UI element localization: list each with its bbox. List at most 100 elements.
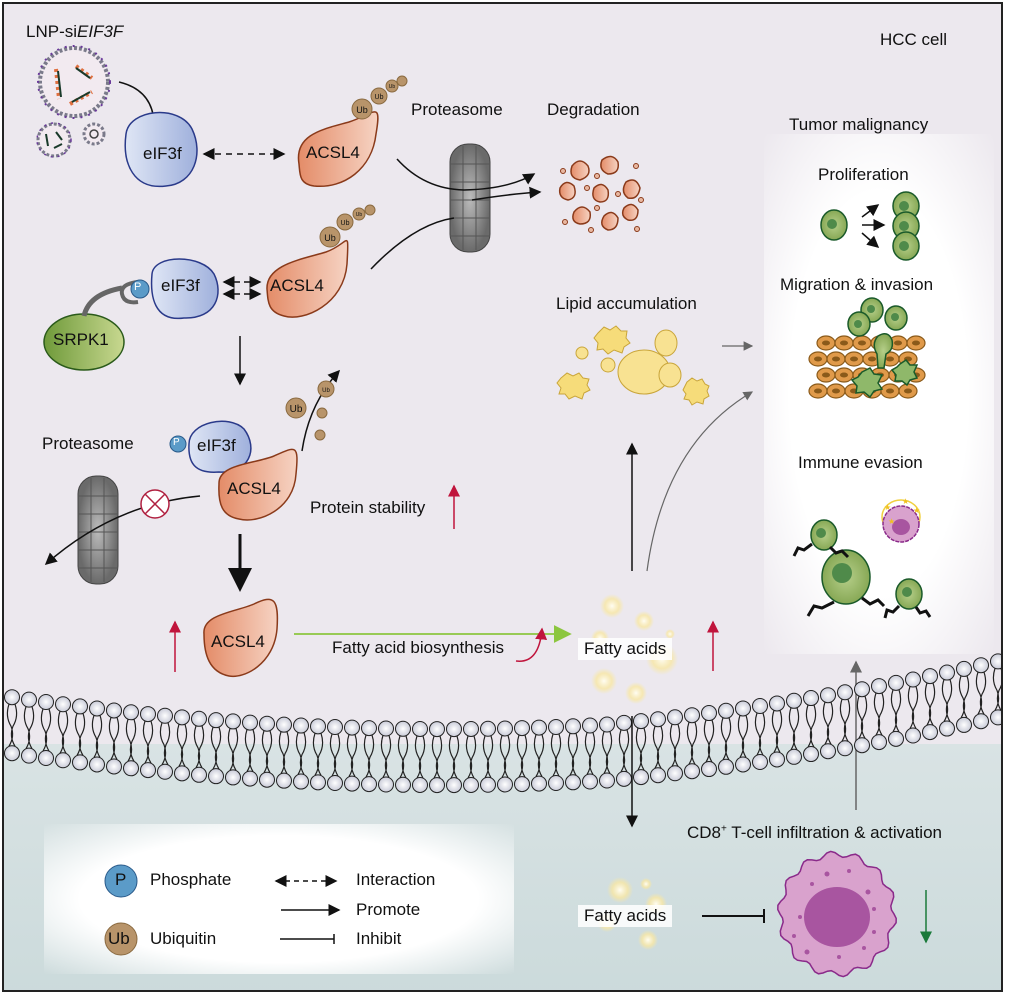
lipid-head <box>123 704 139 721</box>
lipid-head <box>905 671 921 688</box>
lipid-head <box>4 689 20 706</box>
lipid-head <box>174 709 190 726</box>
acsl4-label-4: ACSL4 <box>211 632 265 651</box>
legend-phosphate-short: P <box>115 870 127 889</box>
lipid-head <box>735 756 751 773</box>
lipid-head <box>633 713 649 730</box>
lipid-head <box>939 664 955 681</box>
immune-evasion-icon: ★★★★ <box>792 497 932 619</box>
svg-text:Ub: Ub <box>341 220 350 227</box>
lipid-head <box>939 720 955 737</box>
legend-phosphate-label: Phosphate <box>150 870 232 889</box>
phosphate-icon-2 <box>169 435 187 453</box>
lipid-head <box>293 773 309 790</box>
lipid-head <box>786 692 802 709</box>
lipid-head <box>72 698 88 715</box>
cd8-prefix: CD8 <box>687 823 722 842</box>
lipid-head <box>599 716 615 733</box>
immune-evasion-label: Immune evasion <box>798 453 923 472</box>
lipid-head <box>310 718 326 735</box>
lipid-head <box>361 776 377 793</box>
lipid-head <box>157 763 173 780</box>
lipid-head <box>276 772 292 789</box>
lipid-head <box>480 776 496 793</box>
migration-invasion-icon <box>808 297 926 399</box>
lipid-head <box>242 770 258 787</box>
lipid-head <box>4 745 20 762</box>
lipid-head <box>701 705 717 722</box>
lipid-head <box>463 720 479 737</box>
lipid-head <box>514 776 530 793</box>
eif3f-protein-1 <box>124 111 198 188</box>
lipid-head <box>174 765 190 782</box>
svg-text:Ub: Ub <box>322 388 330 394</box>
lipid-head <box>854 737 870 754</box>
lipid-head <box>650 711 666 728</box>
lipid-head <box>565 774 581 791</box>
phosphate-label-1: P <box>134 281 142 293</box>
lnp-label: LNP-siEIF3F <box>26 22 123 42</box>
lipid-head <box>548 775 564 792</box>
svg-text:★: ★ <box>902 497 909 506</box>
lipid-head <box>327 775 343 792</box>
legend-interaction-label: Interaction <box>356 870 436 889</box>
released-ubiquitin: Ub Ub <box>285 380 335 441</box>
lnp-particle-icon <box>36 45 111 158</box>
lipid-head <box>208 712 224 729</box>
lipid-head <box>752 697 768 714</box>
lipid-head <box>684 707 700 724</box>
degradation-arrow-1 <box>396 158 536 191</box>
lipid-head <box>871 734 887 751</box>
lipid-head <box>21 747 37 764</box>
lipid-head <box>531 775 547 792</box>
lipid-head <box>616 714 632 731</box>
legend-ubiquitin-icon <box>104 922 138 956</box>
acsl4-label-1: ACSL4 <box>306 143 360 162</box>
degraded-peptides-icon <box>560 163 644 233</box>
lipid-head <box>225 769 241 786</box>
lipid-head <box>429 777 445 794</box>
lipid-head <box>701 761 717 778</box>
legend-ubiquitin-label: Ubiquitin <box>150 929 217 948</box>
eif3f-label-2: eIF3f <box>161 276 200 295</box>
proteasome-label-2: Proteasome <box>42 434 134 453</box>
eif3f-protein-3 <box>188 420 252 473</box>
lipid-head <box>429 721 445 738</box>
lipid-head <box>55 752 71 769</box>
phosphate-label-2: P <box>173 437 180 448</box>
acsl4-label-3: ACSL4 <box>227 479 281 498</box>
lipid-head <box>820 743 836 760</box>
lipid-head <box>208 768 224 785</box>
svg-text:Ub: Ub <box>356 105 368 115</box>
svg-text:Ub: Ub <box>356 212 363 218</box>
cd8-sup: + <box>721 823 727 835</box>
lipid-head <box>922 668 938 685</box>
lipid-head <box>956 716 972 733</box>
legend-inhibit-label: Inhibit <box>356 929 402 948</box>
acsl4-protein-1 <box>297 111 379 187</box>
lipid-head <box>718 758 734 775</box>
lipid-head <box>412 776 428 793</box>
lipid-head <box>531 719 547 736</box>
lipid-head <box>38 694 54 711</box>
lipid-head <box>837 684 853 701</box>
eif3f-label-3: eIF3f <box>197 436 236 455</box>
lipid-head <box>361 720 377 737</box>
lipid-head <box>905 727 921 744</box>
lipid-head <box>922 724 938 741</box>
lipid-head <box>225 713 241 730</box>
lipid-droplets-icon <box>556 325 710 406</box>
pathway-diagram: Ub Ub Ub <box>4 45 1001 978</box>
lipid-head <box>497 720 513 737</box>
svg-text:Ub: Ub <box>375 94 384 101</box>
lipid-head <box>973 713 989 730</box>
blocked-degradation-arrow <box>44 495 201 565</box>
lnp-gene: EIF3F <box>77 22 124 41</box>
lipid-head <box>72 754 88 771</box>
lipid-accumulation-label: Lipid accumulation <box>556 294 697 313</box>
lipid-head <box>752 753 768 770</box>
lipid-head <box>106 702 122 719</box>
lipid-head <box>378 720 394 737</box>
lipid-head <box>259 715 275 732</box>
lipid-head <box>191 710 207 727</box>
